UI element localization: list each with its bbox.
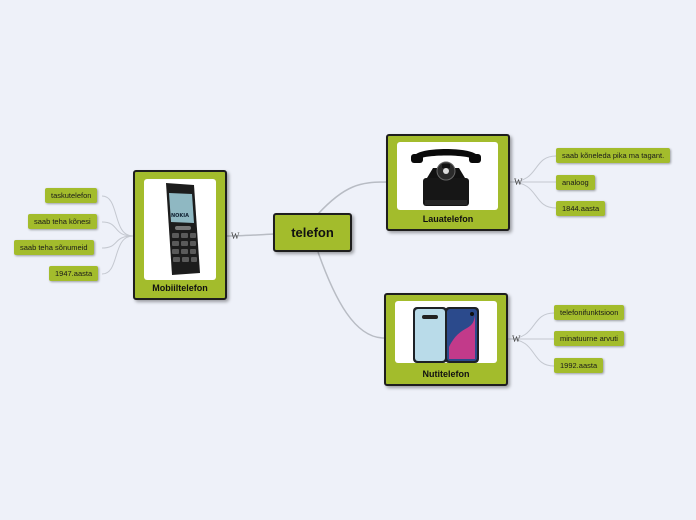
rotary-phone-image bbox=[397, 142, 498, 210]
central-topic[interactable]: telefon bbox=[273, 213, 352, 252]
leaf-lauatelefon-3[interactable]: 1844.aasta bbox=[556, 201, 605, 216]
central-topic-label: telefon bbox=[291, 225, 334, 240]
leaf-mobiiltelefon-3[interactable]: saab teha sõnumeid bbox=[14, 240, 94, 255]
leaf-nutitelefon-3[interactable]: 1992.aasta bbox=[554, 358, 603, 373]
wikipedia-icon[interactable]: W bbox=[231, 232, 240, 241]
nokia-phone-image: NOKIA bbox=[144, 179, 216, 280]
link-leaf bbox=[102, 236, 133, 248]
smartphone-image bbox=[395, 301, 497, 363]
topic-mobiiltelefon[interactable]: NOKIA Mobiiltelefon bbox=[133, 170, 227, 300]
topic-label: Lauatelefon bbox=[388, 214, 508, 224]
leaf-mobiiltelefon-1[interactable]: taskutelefon bbox=[45, 188, 97, 203]
wikipedia-icon[interactable]: W bbox=[512, 335, 521, 344]
phone-brand-text: NOKIA bbox=[171, 213, 189, 219]
link-central-nutitelefon bbox=[318, 252, 384, 338]
link-leaf bbox=[102, 236, 133, 274]
leaf-lauatelefon-1[interactable]: saab kõneleda pika ma tagant. bbox=[556, 148, 670, 163]
leaf-nutitelefon-2[interactable]: minatuurne arvuti bbox=[554, 331, 624, 346]
link-leaf bbox=[102, 222, 133, 236]
leaf-nutitelefon-1[interactable]: telefonifunktsioon bbox=[554, 305, 624, 320]
topic-label: Mobiiltelefon bbox=[135, 283, 225, 293]
topic-lauatelefon[interactable]: Lauatelefon bbox=[386, 134, 510, 231]
leaf-mobiiltelefon-2[interactable]: saab teha kõnesi bbox=[28, 214, 97, 229]
topic-nutitelefon[interactable]: Nutitelefon bbox=[384, 293, 508, 386]
link-central-lauatelefon bbox=[318, 182, 387, 214]
leaf-lauatelefon-2[interactable]: analoog bbox=[556, 175, 595, 190]
leaf-mobiiltelefon-4[interactable]: 1947.aasta bbox=[49, 266, 98, 281]
topic-label: Nutitelefon bbox=[386, 369, 506, 379]
wikipedia-icon[interactable]: W bbox=[514, 178, 523, 187]
